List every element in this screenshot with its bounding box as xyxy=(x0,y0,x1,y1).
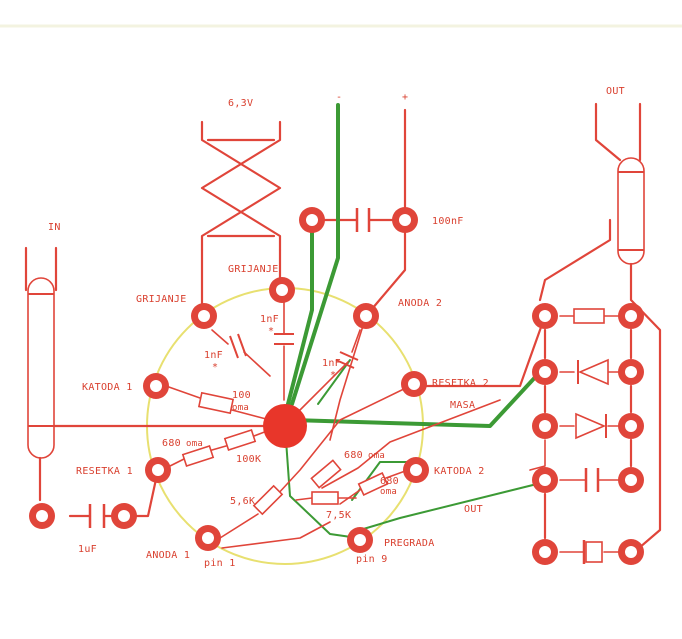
pad-katoda2 xyxy=(403,457,429,483)
label-output-top: OUT xyxy=(606,86,625,97)
label-grijanje-a: GRIJANJE xyxy=(136,294,187,305)
label-r100: 100 xyxy=(232,390,251,401)
label-input: IN xyxy=(48,222,61,233)
pad-out-r3b xyxy=(618,413,644,439)
label-r680-c-unit: oma xyxy=(380,487,397,497)
label-cap-1nf-b: 1nF xyxy=(260,314,279,325)
label-r680-a-unit: oma xyxy=(186,439,203,449)
label-star-a: * xyxy=(212,362,218,373)
label-r680-c: 680 xyxy=(380,476,399,487)
heater-winding xyxy=(200,120,282,318)
solder-pads xyxy=(29,207,644,565)
label-cap-1nf-a: 1nF xyxy=(204,350,223,361)
pad-out-r2b xyxy=(618,359,644,385)
label-r680-b-unit: oma xyxy=(368,451,385,461)
label-cap-1nf-c: 1nF xyxy=(322,358,341,369)
pad-out-r1b xyxy=(618,303,644,329)
pad-resetka1 xyxy=(145,457,171,483)
label-heater-voltage: 6,3V xyxy=(228,98,253,109)
label-star-b: * xyxy=(268,326,274,337)
pad-100nf-right xyxy=(392,207,418,233)
label-r7-5k: 7,5K xyxy=(326,510,351,521)
label-pregrada: PREGRADA xyxy=(384,538,435,549)
pad-pregrada xyxy=(347,527,373,553)
pad-input-2 xyxy=(111,503,137,529)
supply-traces xyxy=(310,108,407,318)
label-r680-a: 680 xyxy=(162,438,181,449)
pad-katoda1 xyxy=(143,373,169,399)
label-r5-6k: 5,6K xyxy=(230,496,255,507)
label-resetka1: RESETKA 1 xyxy=(76,466,133,477)
pad-grijanje-a xyxy=(191,303,217,329)
ground-traces xyxy=(285,103,546,539)
label-pin1: pin 1 xyxy=(204,558,236,569)
label-katoda2: KATODA 2 xyxy=(434,466,485,477)
label-pin9: pin 9 xyxy=(356,554,388,565)
pad-out-r5b xyxy=(618,539,644,565)
pad-out-r4b xyxy=(618,467,644,493)
pad-out-r2a xyxy=(532,359,558,385)
label-grijanje-b: GRIJANJE xyxy=(228,264,279,275)
pad-input-1 xyxy=(29,503,55,529)
labels: 6,3V - + IN OUT 100nF GRIJANJE GRIJANJE … xyxy=(48,86,625,569)
pad-out-r4a xyxy=(532,467,558,493)
pad-out-r1a xyxy=(532,303,558,329)
label-r100-unit: oma xyxy=(232,403,249,413)
label-star-c: * xyxy=(330,370,336,381)
label-output-bottom: OUT xyxy=(464,504,483,515)
label-supply-minus: - xyxy=(336,92,342,103)
label-cap-100nf: 100nF xyxy=(432,216,464,227)
label-anoda1: ANODA 1 xyxy=(146,550,190,561)
label-cap-1uf: 1uF xyxy=(78,544,97,555)
pad-out-r3a xyxy=(532,413,558,439)
label-r680-b: 680 xyxy=(344,450,363,461)
label-resetka2: RESETKA 2 xyxy=(432,378,489,389)
signal-traces xyxy=(24,102,662,564)
pad-out-r5a xyxy=(532,539,558,565)
pad-anoda2 xyxy=(353,303,379,329)
label-masa: MASA xyxy=(450,400,475,411)
pad-grijanje-b xyxy=(269,277,295,303)
label-r100k: 100K xyxy=(236,454,261,465)
label-katoda1: KATODA 1 xyxy=(82,382,133,393)
center-ground-pad xyxy=(263,404,307,448)
pad-100nf-left xyxy=(299,207,325,233)
pad-resetka2 xyxy=(401,371,427,397)
label-anoda2: ANODA 2 xyxy=(398,298,442,309)
label-supply-plus: + xyxy=(402,92,408,103)
pad-anoda1 xyxy=(195,525,221,551)
